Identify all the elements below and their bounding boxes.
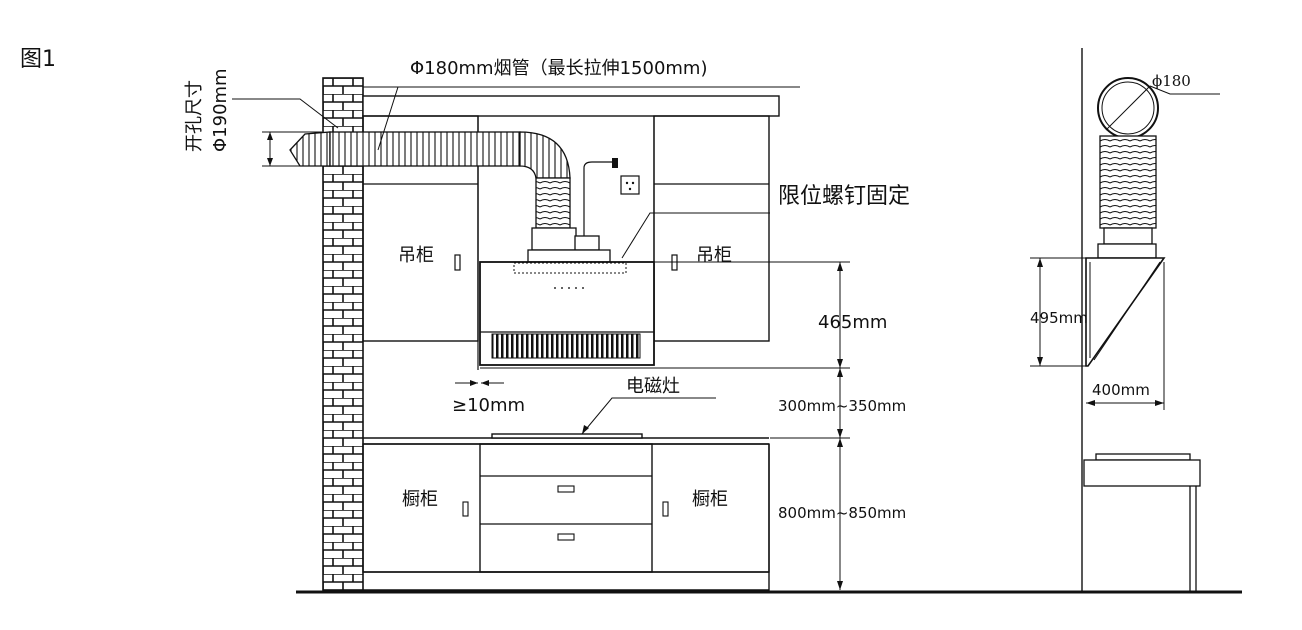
hood-grille [491, 333, 641, 359]
handle-lower-left [462, 501, 469, 517]
ceiling-board [362, 95, 780, 117]
drawer-handle-2 [557, 533, 575, 541]
side-motor [1097, 243, 1157, 259]
hole-size-value: Φ190mm [210, 68, 231, 152]
duct-label: Φ180mm烟管（最长拉伸1500mm) [410, 58, 708, 79]
wall-cabinet-left-label: 吊柜 [398, 245, 434, 266]
hood-dots [554, 287, 584, 289]
side-duct-collar [1103, 227, 1153, 245]
duct-elbow [519, 131, 571, 179]
leader-duct [377, 86, 800, 151]
side-duct-dia-label: ϕ180 [1152, 72, 1191, 90]
wall-cabinet-right-label: 吊柜 [696, 245, 732, 266]
figure-label: 图1 [20, 47, 56, 72]
hood-top-plate [527, 249, 611, 263]
hole-size-title: 开孔尺寸 [184, 80, 205, 152]
handle-upper-left [454, 254, 461, 271]
hood-to-cooker-label: 300mm~350mm [778, 397, 906, 415]
duct-end [289, 131, 331, 167]
side-height-label: 495mm [1030, 309, 1088, 327]
induction-cooker-shape [491, 433, 643, 439]
limit-screw-label: 限位螺钉固定 [778, 184, 910, 209]
side-duct-leader [1149, 85, 1220, 95]
drawer-handle-1 [557, 485, 575, 493]
min-gap-label: ≥10mm [452, 395, 525, 416]
side-duct [1099, 135, 1157, 229]
duct-vertical [535, 177, 571, 229]
side-cooker [1095, 453, 1191, 461]
handle-lower-right [662, 501, 669, 517]
base-cabinet-left-label: 橱柜 [402, 489, 438, 510]
counter-height-label: 800mm~850mm [778, 504, 906, 522]
leader-hole [232, 98, 339, 129]
induction-cooker-label: 电磁灶 [626, 376, 680, 397]
hood-height-label: 465mm [818, 312, 887, 333]
wall-socket [620, 175, 640, 195]
drawer-stack [479, 443, 653, 573]
wall-cabinet-right [653, 115, 770, 342]
hood-motor-box [574, 235, 600, 251]
plug [612, 158, 618, 168]
power-cord [583, 161, 612, 240]
side-countertop [1083, 459, 1201, 487]
leader-limit-screw [621, 212, 770, 259]
base-cabinet-right-label: 橱柜 [692, 489, 728, 510]
hood-outlet [531, 227, 577, 251]
limit-screw-zone [513, 262, 627, 274]
leader-cooker [581, 397, 716, 435]
duct-horizontal [329, 131, 521, 167]
side-depth-label: 400mm [1092, 381, 1150, 399]
